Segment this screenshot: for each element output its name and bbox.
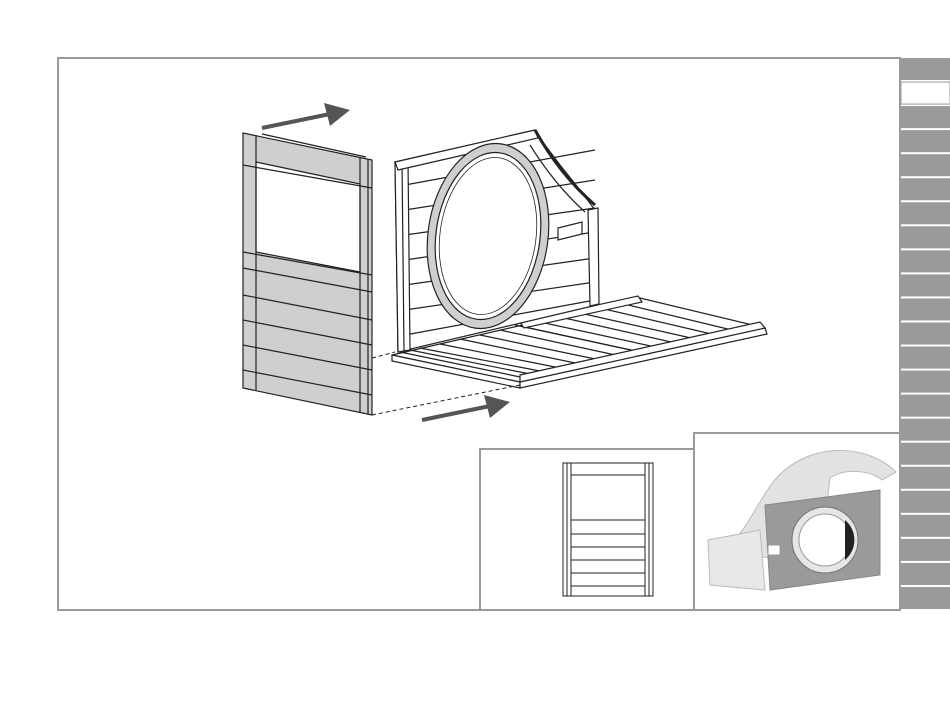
- front-wall-panel: [243, 133, 372, 415]
- side-tab: [901, 274, 950, 296]
- side-tab: [901, 419, 950, 441]
- side-tab: [901, 587, 950, 609]
- side-tab: [901, 443, 950, 465]
- inset-playhouse-preview: [694, 433, 900, 610]
- side-tab: [901, 130, 950, 152]
- side-tab: [901, 395, 950, 417]
- side-tab: [901, 515, 950, 537]
- side-tab: [901, 226, 950, 248]
- side-tab: [901, 154, 950, 176]
- side-tab: [901, 298, 950, 320]
- side-tab: [901, 106, 950, 128]
- inset-panel-detail: [480, 449, 694, 610]
- side-tab-strip: [901, 58, 950, 609]
- side-tab: [901, 491, 950, 513]
- side-tab: [901, 322, 950, 344]
- side-tab: [901, 563, 950, 585]
- side-tab: [901, 347, 950, 369]
- side-tab: [901, 539, 950, 561]
- side-tab: [901, 178, 950, 200]
- side-tab: [901, 202, 950, 224]
- side-tab: [901, 467, 950, 489]
- side-tab: [901, 371, 950, 393]
- side-tab: [901, 250, 950, 272]
- side-tab: [901, 58, 950, 80]
- side-tab: [901, 82, 950, 104]
